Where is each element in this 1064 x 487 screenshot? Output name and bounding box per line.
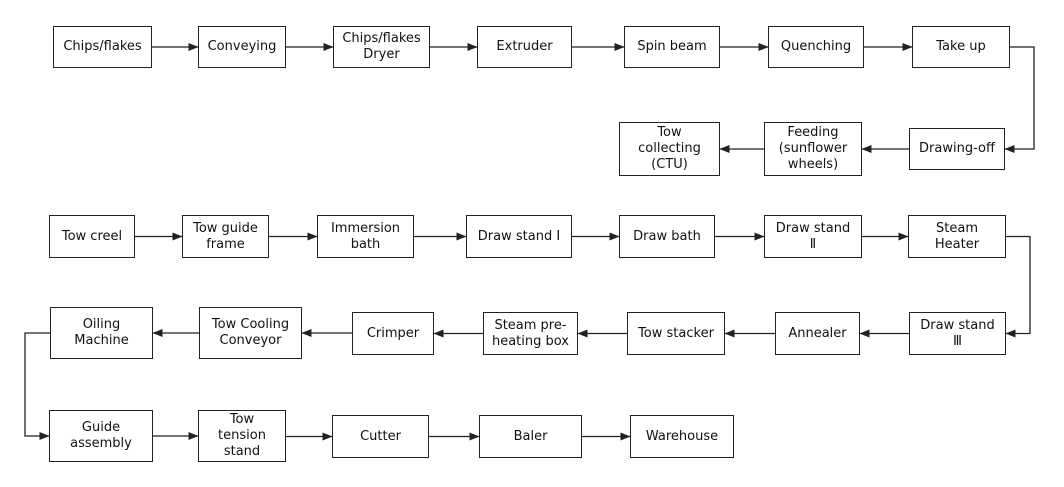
node-cutter: Cutter	[332, 415, 429, 458]
edge-steam-heater-to-draw-stand-3	[1005, 235, 1031, 338]
node-tow-collecting: Tow collecting (CTU)	[619, 122, 720, 176]
node-warehouse: Warehouse	[630, 415, 734, 458]
node-dryer: Chips/flakes Dryer	[333, 26, 430, 68]
node-conveying: Conveying	[198, 26, 286, 68]
node-draw-stand-1: Draw stand Ⅰ	[466, 215, 572, 258]
node-tow-cooling-conveyor: Tow Cooling Conveyor	[199, 307, 302, 359]
node-quenching: Quenching	[768, 26, 864, 68]
node-steam-heater: Steam Heater	[908, 215, 1006, 258]
node-feeding: Feeding (sunflower wheels)	[764, 122, 862, 176]
node-take-up: Take up	[912, 26, 1010, 68]
node-extruder: Extruder	[477, 26, 572, 68]
node-tow-creel: Tow creel	[49, 215, 135, 258]
edge-take-up-to-drawing-off	[1004, 46, 1035, 153]
node-tow-tension-stand: Tow tension stand	[198, 410, 286, 462]
node-steam-preheating-box: Steam pre- heating box	[483, 312, 578, 355]
node-draw-stand-2: Draw stand Ⅱ	[764, 215, 862, 258]
node-tow-stacker: Tow stacker	[627, 312, 725, 355]
node-spin-beam: Spin beam	[624, 26, 720, 68]
node-immersion-bath: Immersion bath	[317, 215, 414, 258]
node-tow-guide-frame: Tow guide frame	[182, 215, 269, 258]
node-draw-stand-3: Draw stand Ⅲ	[909, 312, 1006, 355]
node-crimper: Crimper	[352, 312, 434, 355]
node-oiling-machine: Oiling Machine	[50, 307, 153, 359]
node-drawing-off: Drawing-off	[909, 128, 1005, 170]
node-annealer: Annealer	[775, 312, 860, 355]
node-baler: Baler	[479, 415, 582, 458]
edge-oiling-machine-to-guide-assembly	[24, 332, 50, 440]
node-guide-assembly: Guide assembly	[49, 410, 153, 462]
node-draw-bath: Draw bath	[619, 215, 715, 258]
node-chips: Chips/flakes	[53, 26, 152, 68]
